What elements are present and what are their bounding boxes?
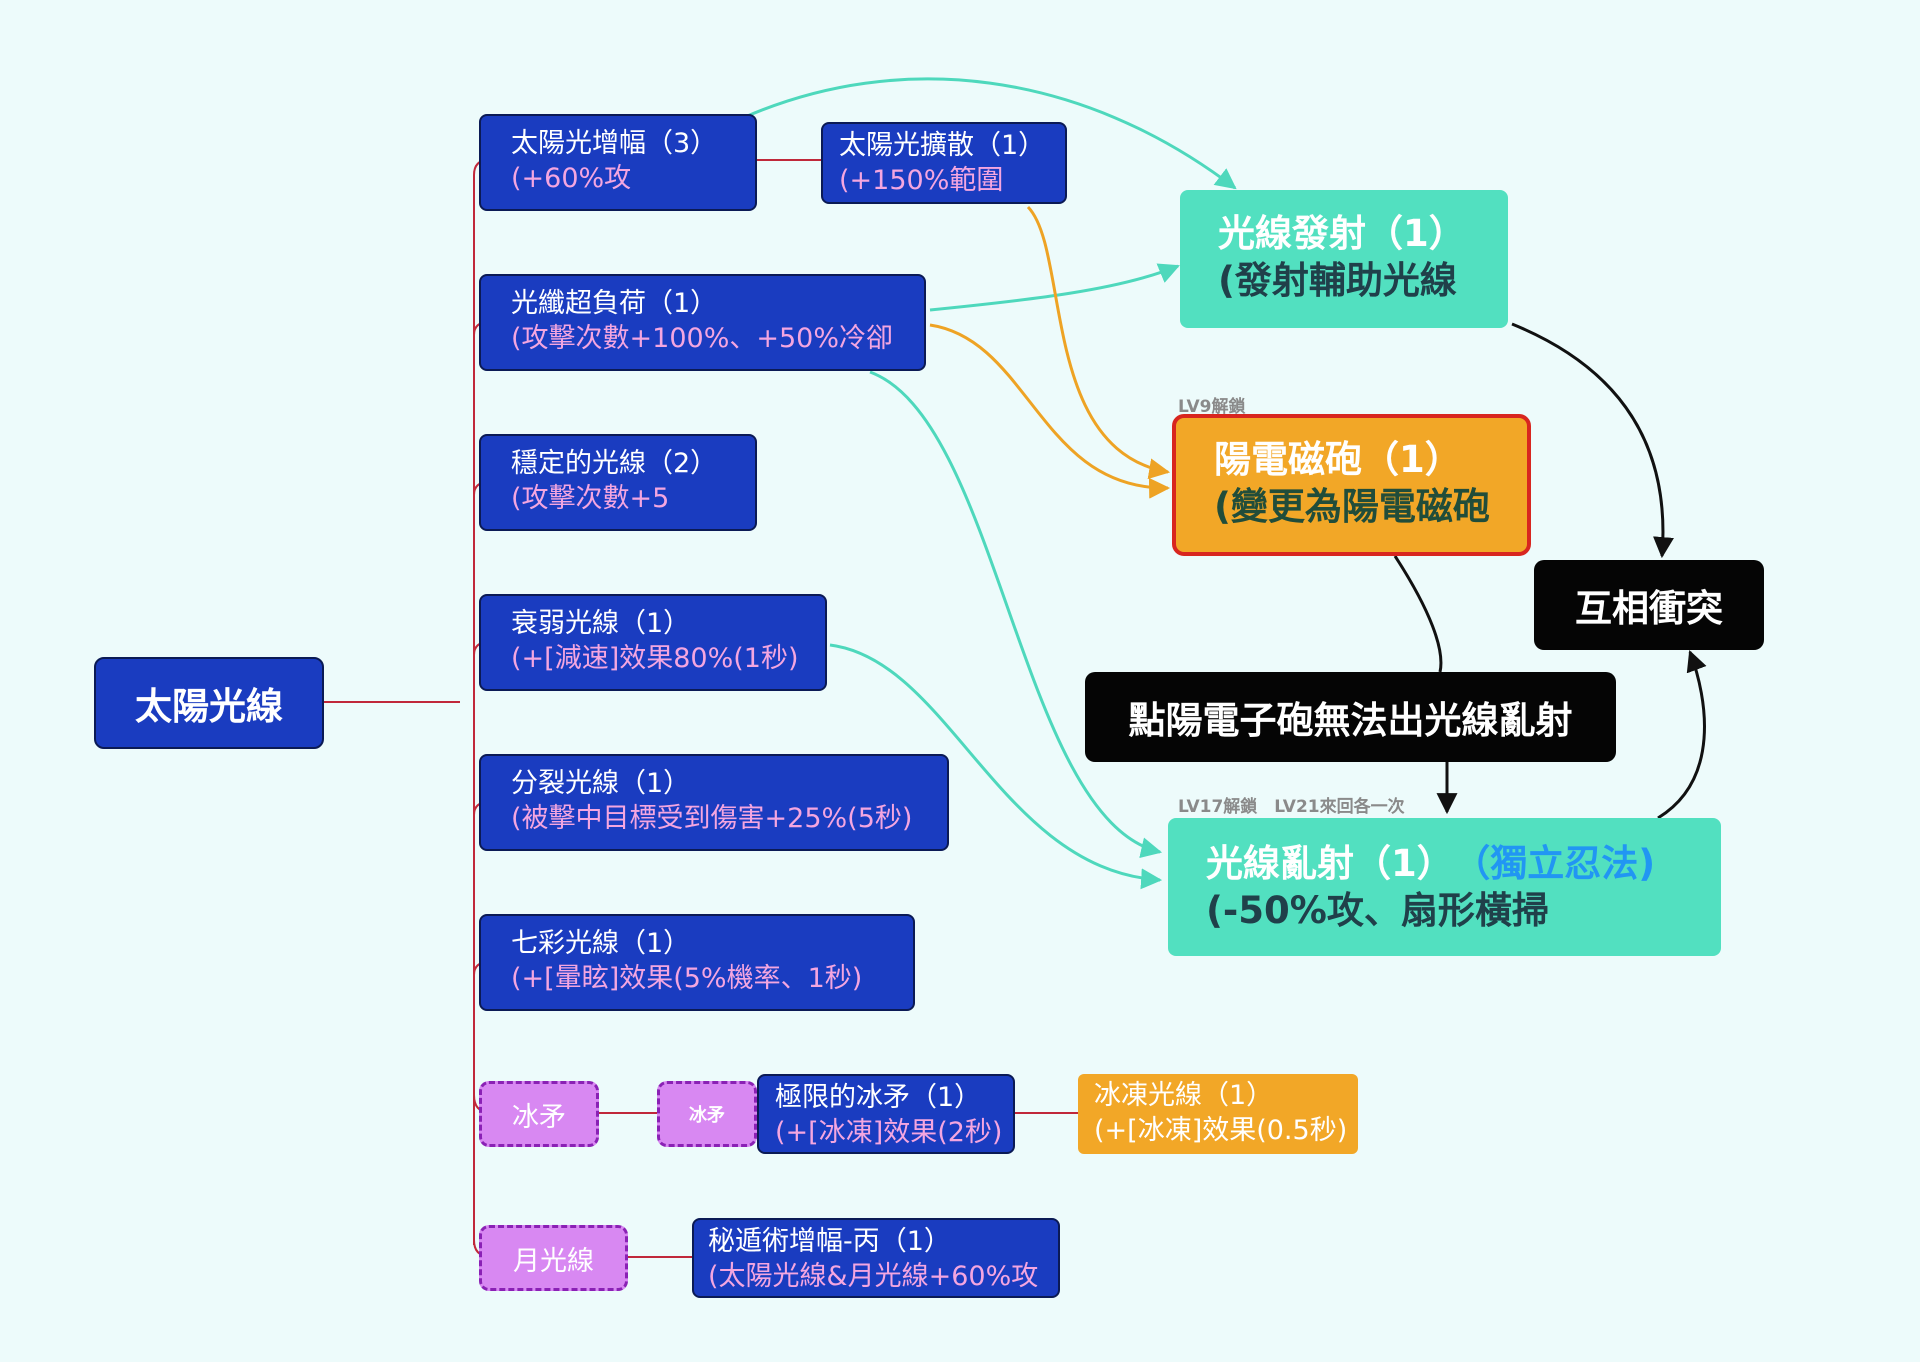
node-weak-ray[interactable]: 衰弱光線（1） (+[減速]效果80%(1秒) — [479, 594, 827, 691]
root-node-sun-ray[interactable]: 太陽光線 — [94, 657, 324, 749]
node-desc: (+150%範圍 — [839, 165, 1004, 196]
arrow-scatter-to-conflict — [1657, 650, 1707, 820]
node-desc: (被擊中目標受到傷害+25%(5秒) — [511, 803, 913, 834]
independent-tag: （獨立忍法) — [1471, 842, 1656, 885]
node-ice-spear[interactable]: 冰矛 — [479, 1081, 599, 1147]
tree-lines — [324, 159, 1078, 1258]
node-desc: (+[減速]效果80%(1秒) — [511, 643, 799, 674]
node-ray-launch[interactable]: 光線發射（1） (發射輔助光線 — [1180, 190, 1508, 328]
node-frozen-ray[interactable]: 冰凍光線（1） (+[冰凍]效果(0.5秒) — [1078, 1074, 1358, 1154]
node-sun-amp[interactable]: 太陽光增幅（3） (+60%攻 — [479, 114, 757, 211]
node-title: 秘遁術增幅-丙（1） — [708, 1226, 951, 1257]
node-desc: (發射輔助光線 — [1218, 259, 1457, 302]
arrow-weak-to-scatter — [829, 643, 1163, 890]
node-desc: (太陽光線&月光線+60%攻 — [708, 1261, 1039, 1292]
node-sun-spread[interactable]: 太陽光擴散（1） (+150%範圍 — [821, 122, 1067, 204]
node-title: 光線發射（1） — [1218, 212, 1466, 255]
node-title: 光纖超負荷（1） — [511, 288, 718, 319]
node-secret-amp[interactable]: 秘遁術增幅-丙（1） (太陽光線&月光線+60%攻 — [692, 1218, 1060, 1298]
node-title: 太陽光擴散（1） — [839, 130, 1046, 161]
node-ice-spear-small[interactable]: 冰矛 — [657, 1081, 757, 1147]
node-title: 冰凍光線（1） — [1094, 1080, 1274, 1111]
node-moonlight[interactable]: 月光線 — [479, 1225, 628, 1291]
node-title: 極限的冰矛（1） — [775, 1082, 982, 1113]
node-title: 陽電磁砲（1） — [1214, 438, 1462, 481]
node-desc: (+[冰凍]效果(2秒) — [775, 1117, 1003, 1148]
node-title: 分裂光線（1） — [511, 768, 691, 799]
node-ray-scatter[interactable]: 光線亂射（1） （獨立忍法) (-50%攻、扇形橫掃 — [1168, 818, 1721, 956]
node-desc: (+60%攻 — [511, 163, 632, 194]
cannot-scatter-note: 點陽電子砲無法出光線亂射 — [1085, 672, 1616, 762]
node-desc: (-50%攻、扇形橫掃 — [1206, 889, 1549, 932]
arrow-spread-to-railgun — [1026, 205, 1171, 480]
node-desc: (攻擊次數+5 — [511, 483, 670, 514]
node-title: 太陽光增幅（3） — [511, 128, 718, 159]
node-desc: (變更為陽電磁砲 — [1214, 485, 1490, 528]
arrow-railgun-to-note — [1393, 555, 1443, 673]
node-rainbow-ray[interactable]: 七彩光線（1） (+[暈眩]效果(5%機率、1秒) — [479, 914, 915, 1011]
arrow-launch-to-conflict — [1511, 322, 1674, 559]
node-desc: (+[暈眩]效果(5%機率、1秒) — [511, 963, 863, 994]
node-title: 光線亂射（1） — [1206, 842, 1454, 885]
node-title: 穩定的光線（2） — [511, 448, 718, 479]
node-desc: (+[冰凍]效果(0.5秒) — [1094, 1115, 1348, 1146]
node-title: 七彩光線（1） — [511, 928, 691, 959]
node-split-ray[interactable]: 分裂光線（1） (被擊中目標受到傷害+25%(5秒) — [479, 754, 949, 851]
node-desc: (攻擊次數+100%、+50%冷卻 — [511, 323, 893, 354]
node-stable-ray[interactable]: 穩定的光線（2） (攻擊次數+5 — [479, 434, 757, 531]
railgun-unlock-label: LV9解鎖 — [1178, 397, 1246, 417]
arrow-overload-to-railgun — [929, 323, 1171, 499]
conflict-note: 互相衝突 — [1534, 560, 1764, 650]
arrow-overload-to-launch — [929, 263, 1180, 312]
arrow-amp-to-launch — [744, 77, 1237, 190]
scatter-unlock-label: LV17解鎖 LV21來回各一次 — [1178, 797, 1405, 817]
arrow-overload-to-scatter — [869, 370, 1163, 858]
node-fiber-overload[interactable]: 光纖超負荷（1） (攻擊次數+100%、+50%冷卻 — [479, 274, 926, 371]
node-title: 衰弱光線（1） — [511, 608, 691, 639]
node-railgun[interactable]: 陽電磁砲（1） (變更為陽電磁砲 — [1172, 414, 1531, 556]
node-limit-ice-spear[interactable]: 極限的冰矛（1） (+[冰凍]效果(2秒) — [757, 1074, 1015, 1154]
